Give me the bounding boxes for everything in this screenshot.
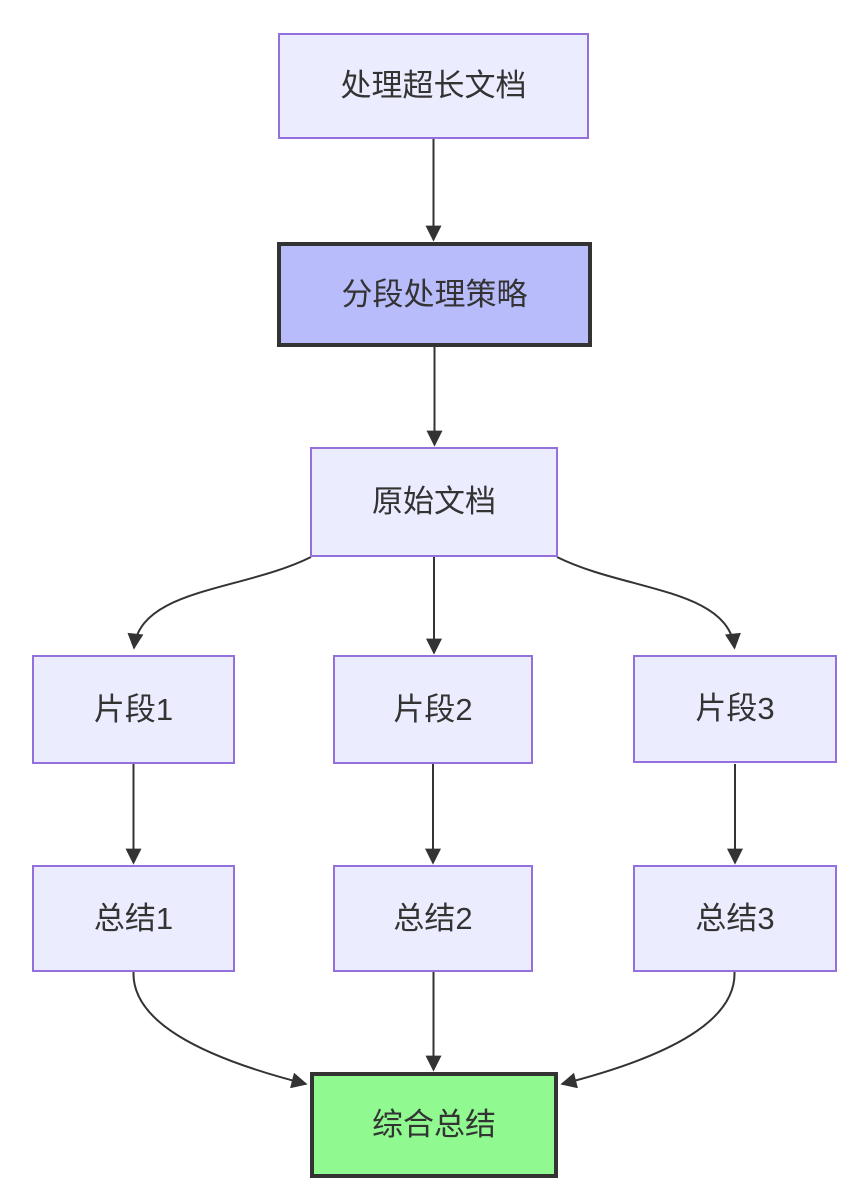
node-label: 处理超长文档 [340, 68, 527, 104]
node-label: 原始文档 [372, 484, 496, 520]
node-fragment-3: 片段3 [633, 655, 837, 763]
node-summary-2: 总结2 [333, 865, 533, 972]
edge-summary1-to-final [132, 971, 308, 1089]
node-label: 总结1 [93, 900, 174, 936]
node-segmentation-strategy: 分段处理策略 [277, 242, 592, 347]
node-summary-1: 总结1 [32, 865, 235, 972]
node-label: 片段2 [393, 691, 473, 727]
node-process-long-doc: 处理超长文档 [278, 33, 589, 139]
node-summary-3: 总结3 [633, 865, 837, 972]
node-label: 总结2 [393, 900, 473, 936]
node-original-doc: 原始文档 [310, 447, 558, 557]
node-final-summary: 综合总结 [310, 1072, 558, 1178]
node-label: 片段1 [93, 691, 174, 727]
node-label: 片段3 [695, 691, 775, 727]
node-label: 总结3 [695, 900, 775, 936]
node-label: 综合总结 [372, 1107, 496, 1143]
node-fragment-2: 片段2 [333, 655, 533, 764]
edge-summary3-to-final [560, 971, 736, 1089]
node-fragment-1: 片段1 [32, 655, 235, 764]
edge-original-to-fragment3 [556, 556, 741, 650]
edge-original-to-fragment1 [127, 556, 312, 650]
node-label: 分段处理策略 [341, 276, 528, 312]
